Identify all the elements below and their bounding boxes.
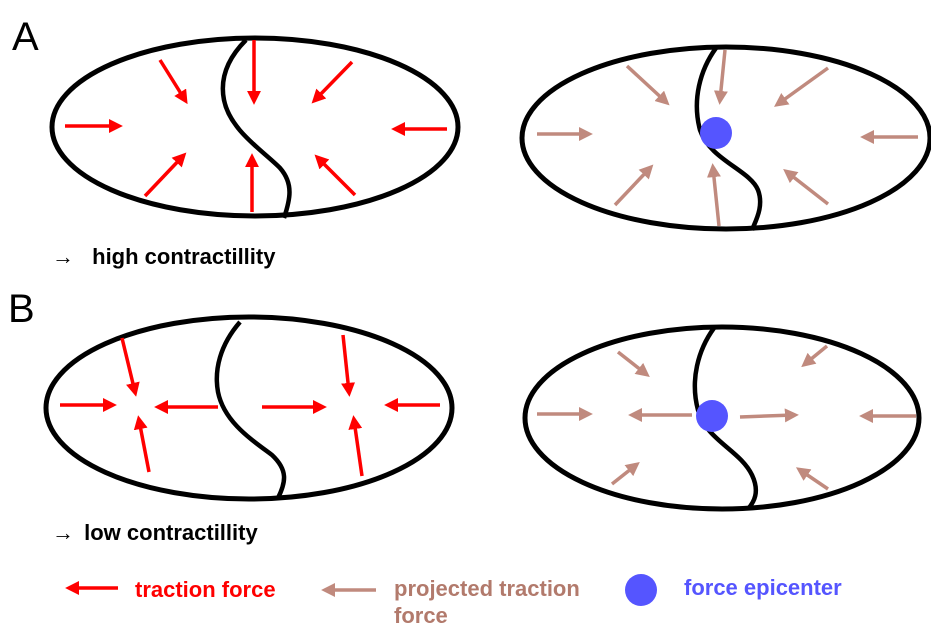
svg-text:→ low contractillity: → low contractillity	[52, 520, 258, 545]
projected-arrows-a	[537, 49, 918, 227]
projected-arrows-b	[537, 344, 916, 491]
legend: traction force projected traction force …	[65, 574, 842, 628]
panel-a-label: A	[12, 15, 39, 59]
legend-epicenter-dot	[625, 574, 657, 606]
legend-epicenter-label: force epicenter	[684, 575, 842, 600]
force-epicenter-b	[696, 400, 728, 432]
note-b: low contractillity	[84, 520, 258, 545]
arrow-glyph-a: →	[52, 244, 74, 269]
force-epicenter-a	[700, 117, 732, 149]
panel-b-label: B	[8, 287, 35, 331]
traction-arrows-a	[65, 40, 447, 212]
arrow-glyph-b: →	[52, 520, 74, 545]
legend-projected-label-2: force	[394, 603, 448, 628]
cell-a-right	[519, 44, 931, 232]
svg-text:→ high contractillity: → high contractillity	[52, 244, 276, 269]
legend-traction-label: traction force	[135, 577, 276, 602]
legend-projected-label-1: projected traction	[394, 576, 580, 601]
cell-b-right	[522, 324, 922, 512]
note-a: high contractillity	[92, 244, 276, 269]
cell-b-left	[43, 314, 455, 502]
cell-a-left	[49, 35, 461, 219]
traction-arrows-b	[60, 334, 440, 477]
